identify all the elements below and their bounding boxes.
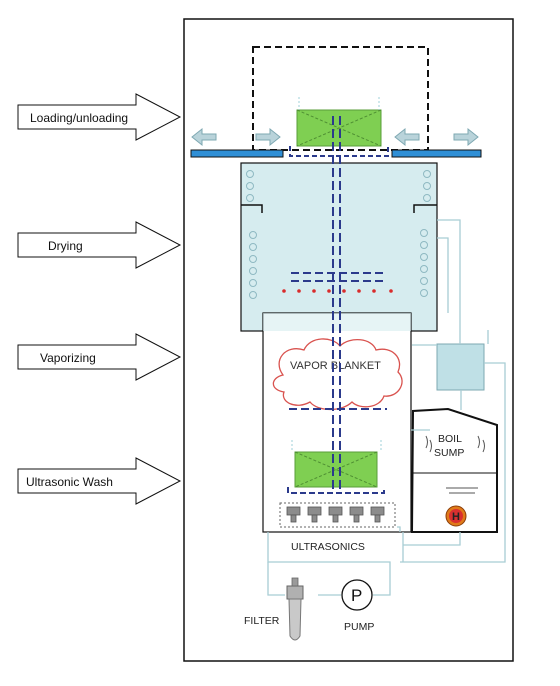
double-arrow-icon [191, 127, 217, 147]
lid-left [190, 149, 284, 158]
pump-label: PUMP [344, 621, 374, 633]
ultrasonic-transducers [286, 506, 385, 523]
boil-sump [410, 407, 498, 533]
vapor-blanket-cloud: VAPOR BLANKET [272, 338, 403, 411]
stage-arrow-drying: Drying [17, 221, 182, 269]
transducer-tray [279, 502, 396, 528]
stage-arrow-vaporizing: Vaporizing [17, 333, 182, 381]
piping [267, 219, 506, 596]
right-pointing-arrow-icon [17, 457, 182, 505]
stage-label-wash: Ultrasonic Wash [26, 475, 113, 489]
cooling-coil-right [420, 170, 431, 297]
stage-arrow-loading: Loading/unloading [17, 93, 182, 141]
basket-cradle-wash [287, 487, 385, 494]
sump-label: SUMP [434, 447, 464, 459]
right-pointing-arrow-icon [17, 93, 182, 141]
stage-label-drying: Drying [48, 239, 83, 253]
separator-tank [436, 343, 485, 391]
stage-label-vaporizing: Vaporizing [40, 351, 96, 365]
vapor-blanket-label: VAPOR BLANKET [290, 360, 381, 372]
double-arrow-icon [255, 127, 281, 147]
drip-dots [282, 289, 393, 293]
double-arrow-icon [453, 127, 479, 147]
heater-icon: H [445, 505, 467, 527]
boil-label: BOIL [438, 433, 462, 445]
ultrasonics-label: ULTRASONICS [291, 541, 365, 553]
right-pointing-arrow-icon [17, 333, 182, 381]
stage-label-loading: Loading/unloading [30, 111, 128, 125]
pump-symbol: P [351, 586, 362, 605]
heater-symbol: H [452, 511, 460, 523]
pump-icon: P [341, 579, 373, 611]
lid-right [391, 149, 482, 158]
cooling-coil-left [246, 170, 257, 299]
stage-arrow-wash: Ultrasonic Wash [17, 457, 182, 505]
part-basket-wash [294, 451, 378, 488]
double-arrow-icon [394, 127, 420, 147]
filter-icon [286, 577, 304, 641]
right-pointing-arrow-icon [17, 221, 182, 269]
filter-label: FILTER [244, 615, 280, 627]
